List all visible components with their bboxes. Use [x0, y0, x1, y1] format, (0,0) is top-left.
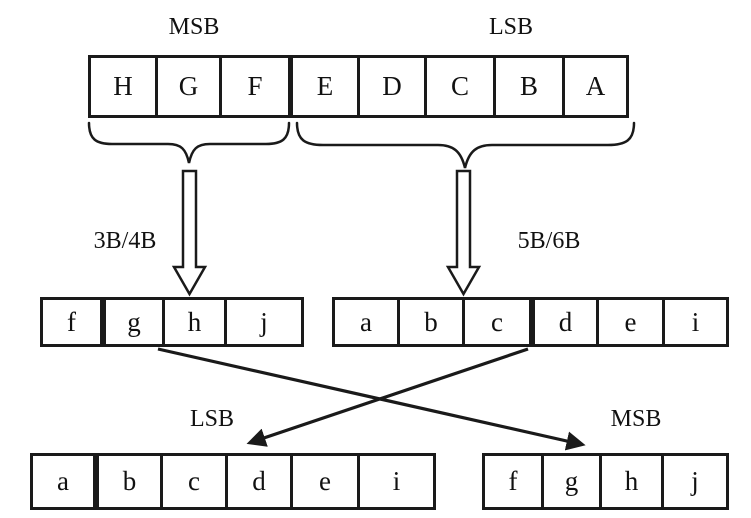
cell: C — [427, 58, 493, 115]
cell: a — [33, 456, 93, 507]
cell: g — [106, 300, 162, 344]
cell: j — [664, 456, 726, 507]
cell: j — [227, 300, 301, 344]
down-arrow-5b6b-icon — [445, 169, 482, 297]
lsb-group-brace — [295, 121, 636, 169]
msb-label-top: MSB — [168, 14, 220, 40]
cell: c — [163, 456, 225, 507]
cell: H — [91, 58, 155, 115]
cell: E — [293, 58, 357, 115]
cell: c — [465, 300, 529, 344]
msb-group-brace — [87, 121, 291, 164]
cell: f — [43, 300, 100, 344]
cell: e — [599, 300, 662, 344]
cell: b — [400, 300, 462, 344]
output-lsb-row: a b c d e i — [30, 453, 436, 510]
msb-label-bottom: MSB — [610, 406, 662, 432]
encoded-4b-row: f g h j — [40, 297, 304, 347]
input-byte-row: H G F E D C B A — [88, 55, 629, 118]
cell: d — [228, 456, 290, 507]
lsb-label-top: LSB — [488, 14, 533, 40]
cell: F — [222, 58, 288, 115]
lsb-label-bottom: LSB — [189, 406, 234, 432]
cell: G — [158, 58, 219, 115]
cell: f — [485, 456, 541, 507]
cell: A — [565, 58, 626, 115]
cell: i — [360, 456, 433, 507]
cell: a — [335, 300, 397, 344]
down-arrow-3b4b-icon — [171, 169, 208, 297]
encoder-5b6b-label: 5B/6B — [517, 228, 581, 254]
cell: D — [360, 58, 424, 115]
crossing-arrow-to-lsb — [246, 347, 529, 447]
cell: e — [293, 456, 357, 507]
encoded-6b-row: a b c d e i — [332, 297, 729, 347]
cell: B — [496, 58, 562, 115]
cell: b — [99, 456, 160, 507]
cell: h — [602, 456, 661, 507]
cell: d — [535, 300, 596, 344]
encoder-3b4b-label: 3B/4B — [93, 228, 157, 254]
output-msb-row: f g h j — [482, 453, 729, 510]
cell: h — [165, 300, 224, 344]
cell: i — [665, 300, 726, 344]
cell: g — [544, 456, 599, 507]
